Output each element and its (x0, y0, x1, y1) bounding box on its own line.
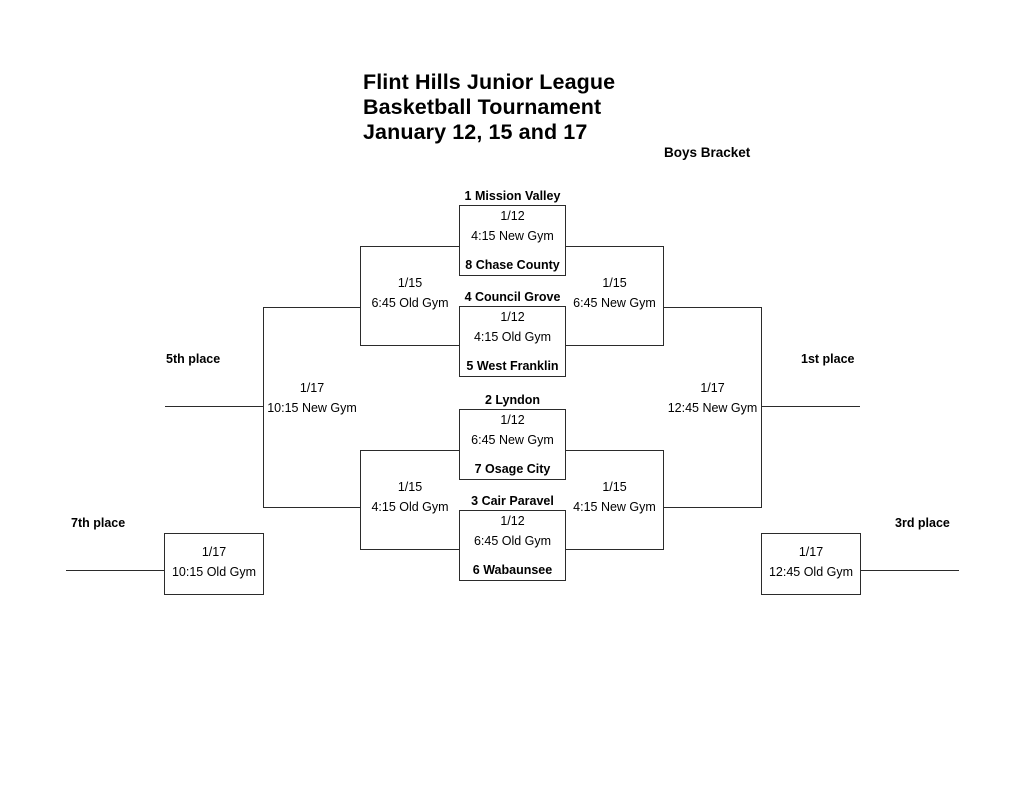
third-place-winner-line (861, 570, 959, 571)
team-seed-2: 2 Lyndon (484, 393, 541, 407)
team-seed-1: 1 Mission Valley (464, 189, 561, 203)
winners-lower-time: 4:15 New Gym (573, 500, 656, 514)
game-time-1: 4:15 New Gym (471, 229, 554, 243)
seventh-place-date: 1/17 (201, 545, 227, 559)
winners-lower-info: 1/15 4:15 New Gym (566, 477, 663, 517)
team-seed-5: 5 West Franklin (466, 359, 559, 373)
game-box-1: 1 Mission Valley 1/12 4:15 New Gym 8 Cha… (459, 189, 566, 276)
title-line-3: January 12, 15 and 17 (363, 120, 588, 144)
winners-lower-date: 1/15 (602, 480, 627, 494)
winners-upper-date: 1/15 (602, 276, 627, 290)
championship-bracket: 1/17 12:45 New Gym (664, 307, 762, 508)
game-time-2: 4:15 Old Gym (473, 330, 552, 344)
third-place-box: 1/17 12:45 Old Gym (761, 533, 861, 595)
game-date-4: 1/12 (500, 514, 525, 528)
game-date-2: 1/12 (500, 310, 525, 324)
first-place-label: 1st place (801, 352, 855, 366)
consolation-upper-time: 6:45 Old Gym (371, 296, 449, 310)
team-seed-4: 4 Council Grove (464, 290, 561, 304)
consolation-upper-date: 1/15 (397, 276, 423, 290)
consolation-upper-info: 1/15 6:45 Old Gym (361, 273, 459, 313)
third-place-date: 1/17 (798, 545, 824, 559)
game-box-4: 3 Cair Paravel 1/12 6:45 Old Gym 6 Wabau… (459, 494, 566, 581)
game-time-4: 6:45 Old Gym (473, 534, 552, 548)
fifth-place-winner-line (165, 406, 263, 407)
fifth-place-date: 1/17 (299, 381, 325, 395)
game-date-3: 1/12 (500, 413, 525, 427)
game-time-3: 6:45 New Gym (471, 433, 554, 447)
winners-bracket-lower: 1/15 4:15 New Gym (566, 450, 664, 550)
consolation-bracket-upper: 1/15 6:45 Old Gym (360, 246, 459, 346)
title-line-1: Flint Hills Junior League (363, 70, 616, 94)
seventh-place-box: 1/17 10:15 Old Gym (164, 533, 264, 595)
winners-bracket-upper: 1/15 6:45 New Gym (566, 246, 664, 346)
consolation-lower-date: 1/15 (397, 480, 423, 494)
consolation-lower-info: 1/15 4:15 Old Gym (361, 477, 459, 517)
game-date-1: 1/12 (500, 209, 525, 223)
champion-winner-line (762, 406, 860, 407)
consolation-lower-time: 4:15 Old Gym (371, 500, 449, 514)
championship-info: 1/17 12:45 New Gym (664, 378, 761, 418)
fifth-place-time: 10:15 New Gym (267, 401, 357, 415)
third-place-time: 12:45 Old Gym (768, 565, 854, 579)
fifth-place-label: 5th place (166, 352, 221, 366)
team-seed-3: 3 Cair Paravel (471, 494, 554, 508)
team-seed-7: 7 Osage City (474, 462, 551, 476)
consolation-bracket-lower: 1/15 4:15 Old Gym (360, 450, 459, 550)
championship-date: 1/17 (700, 381, 725, 395)
winners-upper-time: 6:45 New Gym (573, 296, 656, 310)
game-box-3: 2 Lyndon 1/12 6:45 New Gym 7 Osage City (459, 393, 566, 480)
fifth-place-info: 1/17 10:15 New Gym (264, 378, 360, 418)
team-seed-8: 8 Chase County (465, 258, 560, 272)
fifth-place-bracket: 1/17 10:15 New Gym (263, 307, 360, 508)
seventh-place-time: 10:15 Old Gym (171, 565, 257, 579)
winners-upper-info: 1/15 6:45 New Gym (566, 273, 663, 313)
team-seed-6: 6 Wabaunsee (472, 563, 553, 577)
seventh-place-label: 7th place (71, 516, 126, 530)
bracket-division-label: Boys Bracket (664, 145, 751, 160)
page-title: Flint Hills Junior League Basketball Tou… (363, 70, 615, 145)
third-place-label: 3rd place (895, 516, 950, 530)
seventh-place-winner-line (66, 570, 164, 571)
championship-time: 12:45 New Gym (667, 401, 758, 415)
game-box-2: 4 Council Grove 1/12 4:15 Old Gym 5 West… (459, 290, 566, 377)
title-line-2: Basketball Tournament (363, 95, 602, 119)
